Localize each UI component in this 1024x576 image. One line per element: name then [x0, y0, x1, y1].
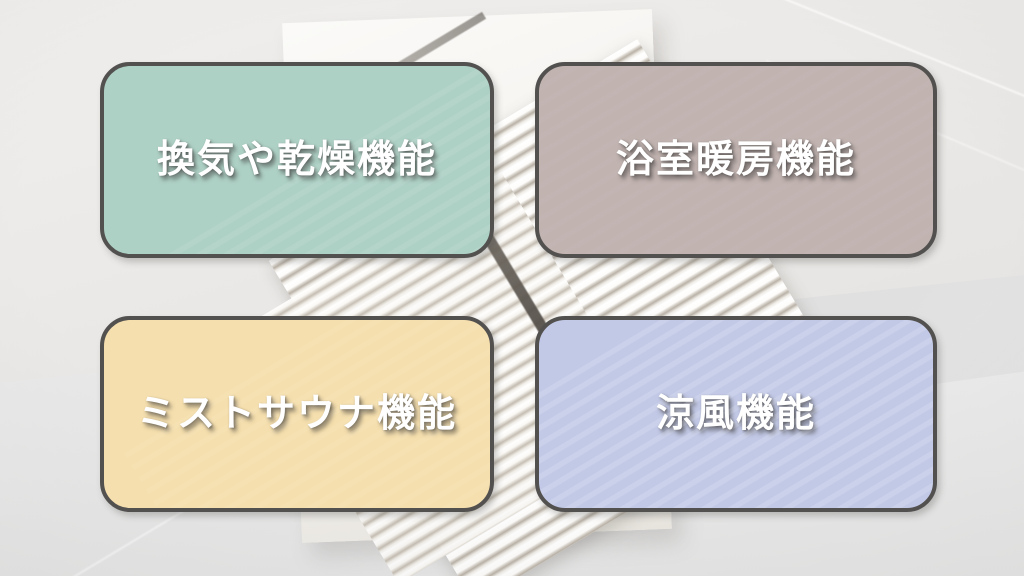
- feature-card-bathroom-heating[interactable]: 浴室暖房機能: [526, 61, 937, 267]
- feature-card-label: ミストサウナ機能: [136, 393, 457, 435]
- feature-card-cool-breeze[interactable]: 涼風機能: [526, 315, 937, 521]
- feature-card-label: 涼風機能: [655, 393, 816, 435]
- feature-card-ventilation-drying[interactable]: 換気や乾燥機能: [91, 61, 494, 267]
- feature-card-mist-sauna[interactable]: ミストサウナ機能: [91, 315, 494, 521]
- feature-card-label: 換気や乾燥機能: [156, 139, 437, 181]
- feature-card-label: 浴室暖房機能: [615, 139, 856, 181]
